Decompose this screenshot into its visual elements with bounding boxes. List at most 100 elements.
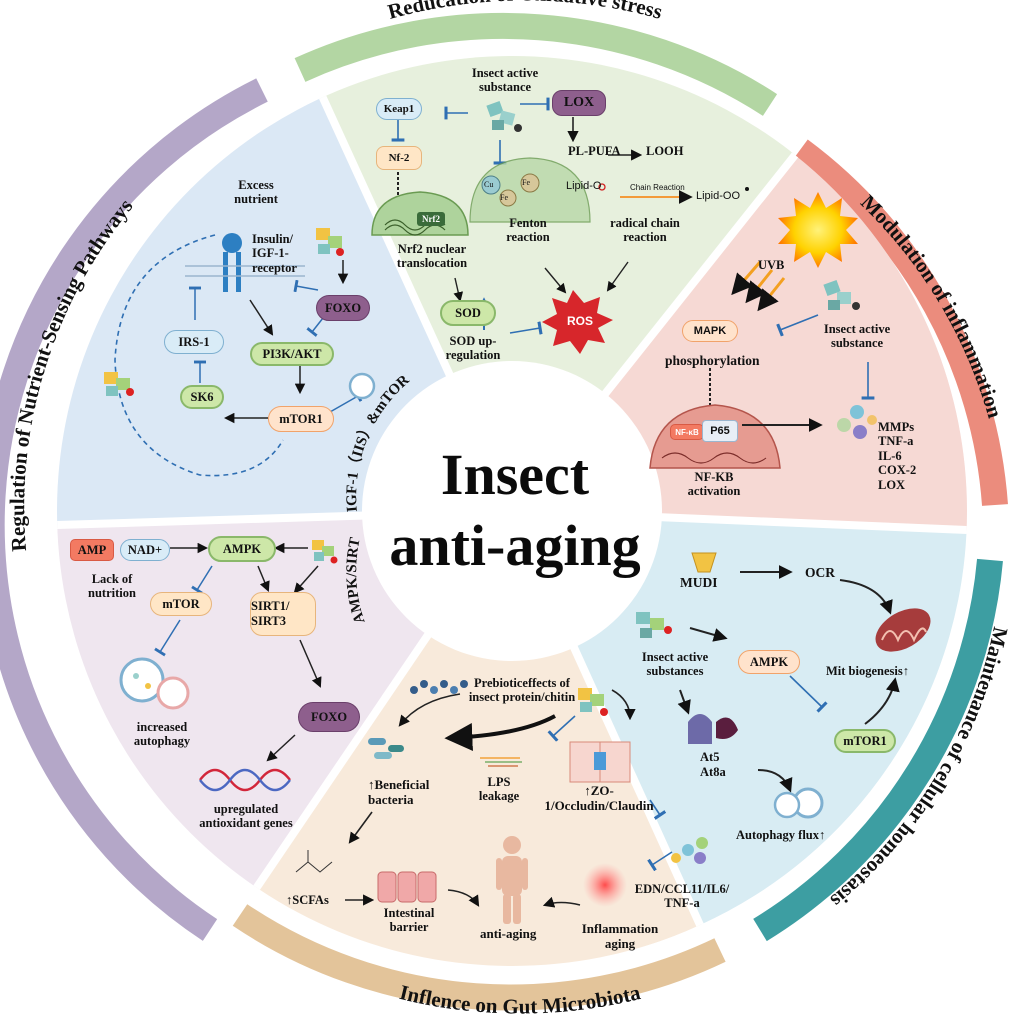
ros-burst bbox=[542, 290, 613, 354]
insect-substance-icon bbox=[312, 540, 338, 564]
insect-substance-icon bbox=[636, 612, 672, 638]
center-circle bbox=[362, 361, 662, 661]
human-figure-icon bbox=[496, 836, 528, 924]
center-title: Insect anti-aging bbox=[385, 440, 645, 582]
autophagy-icon bbox=[119, 657, 190, 710]
node-pi3k: PI3K/AKT bbox=[250, 342, 334, 366]
label-antioxidant-genes: upregulated antioxidant genes bbox=[199, 802, 293, 831]
node-nrf2-inner: Nrf2 bbox=[417, 212, 445, 226]
mediator-lox: LOX bbox=[878, 477, 906, 492]
label-insect-active-substance-inf: Insect active substance bbox=[823, 322, 891, 351]
label-nfkb-activation: NF-KB activation bbox=[687, 470, 741, 499]
scfa-molecule-icon bbox=[295, 850, 333, 873]
node-lox: LOX bbox=[552, 90, 606, 116]
mediator-list: MMPs TNF-a IL-6 COX-2 LOX bbox=[878, 420, 916, 492]
node-irs1: IRS-1 bbox=[164, 330, 224, 354]
center-title-line2: anti-aging bbox=[389, 512, 641, 578]
label-receptor: Insulin/ IGF-1- receptor bbox=[252, 232, 297, 275]
node-sod: SOD bbox=[440, 300, 496, 326]
insect-substance-icon bbox=[316, 228, 344, 256]
node-ampk: AMPK bbox=[208, 536, 276, 562]
mitochondrion-icon bbox=[875, 608, 931, 652]
label-at8a: At8a bbox=[700, 765, 726, 779]
node-mtor1-hom: mTOR1 bbox=[834, 729, 896, 753]
mediator-il6: IL-6 bbox=[878, 448, 902, 463]
label-chain-reaction: Chain Reaction bbox=[630, 183, 685, 192]
label-mit-biogenesis: Mit biogenesis↑ bbox=[826, 664, 909, 678]
node-amp: AMP bbox=[70, 539, 114, 561]
label-lack-nutrition: Lack of nutrition bbox=[88, 572, 136, 601]
sector-oxidative bbox=[312, 56, 795, 511]
node-mapk: MAPK bbox=[682, 320, 738, 342]
inflammation-glow bbox=[583, 863, 627, 907]
receptor-icon bbox=[222, 233, 242, 292]
label-sod-upregulation: SOD up- regulation bbox=[445, 334, 501, 363]
dna-helix-icon bbox=[199, 768, 291, 792]
mediator-mmps: MMPs bbox=[878, 420, 915, 434]
at8a-icon bbox=[716, 717, 738, 739]
label-zo1: ↑ZO- 1/Occludin/Claudin bbox=[544, 783, 654, 813]
node-sk6: SK6 bbox=[180, 385, 224, 409]
ring-band-oxidative bbox=[294, 13, 778, 116]
insect-substance-icon bbox=[486, 100, 522, 132]
label-intestinal: Intestinal barrier bbox=[383, 906, 435, 935]
label-fenton: Fenton reaction bbox=[506, 216, 550, 245]
label-scfas: ↑SCFAs bbox=[286, 893, 329, 907]
tight-junction-icon bbox=[569, 741, 631, 783]
node-nfkb: NF-κB bbox=[670, 424, 704, 440]
mediator-tnf: TNF-a bbox=[878, 434, 914, 449]
label-cu: Cu bbox=[484, 180, 494, 189]
outer-ring bbox=[0, 13, 1008, 1011]
label-lipid-o: Lipid-O bbox=[566, 180, 602, 192]
ring-band-homeostasis bbox=[753, 558, 1003, 942]
label-pl-pufa: PL-PUFA bbox=[568, 144, 621, 158]
label-excess-nutrient: Excess nutrient bbox=[234, 178, 278, 207]
label-at5: At5 bbox=[700, 750, 720, 764]
node-nrf2: Nf-2 bbox=[376, 146, 422, 170]
ring-band-inflammation bbox=[792, 139, 1008, 506]
label-phosphorylation: phosphorylation bbox=[665, 353, 760, 368]
label-edn: EDN/CCL11/IL6/ TNF-a bbox=[634, 882, 730, 911]
label-ocr: OCR bbox=[805, 565, 835, 580]
label-mudi: MUDI bbox=[680, 575, 718, 590]
label-prebiotic: Prebioticeffects of insect protein/chiti… bbox=[468, 676, 576, 705]
ring-band-nutrient bbox=[0, 78, 268, 941]
label-inflammation-aging: Inflammation aging bbox=[581, 921, 659, 951]
label-insect-active-substances: Insect active substances bbox=[641, 650, 709, 679]
label-autophagy-flux: Autophagy flux↑ bbox=[736, 828, 826, 842]
mediator-cox2: COX-2 bbox=[878, 463, 917, 478]
insect-substance-icon bbox=[578, 688, 608, 716]
iis-graphics bbox=[104, 228, 376, 477]
lps-icon bbox=[480, 757, 522, 767]
label-lps: LPS leakage bbox=[478, 775, 520, 804]
node-foxo-iis: FOXO bbox=[316, 295, 370, 321]
insect-substance-icon bbox=[104, 372, 134, 396]
node-mtor1-iis: mTOR1 bbox=[268, 406, 334, 432]
node-keap1: Keap1 bbox=[376, 98, 422, 120]
node-nad: NAD+ bbox=[120, 539, 170, 561]
at5-icon bbox=[688, 714, 712, 744]
label-lipid-oo: Lipid-OO bbox=[696, 190, 741, 202]
sector-gut bbox=[255, 511, 700, 966]
label-uvb: UVB bbox=[758, 258, 785, 272]
label-radical-chain: radical chain reaction bbox=[610, 216, 680, 245]
node-foxo-ampk: FOXO bbox=[298, 702, 360, 732]
gut-graphics bbox=[295, 680, 708, 924]
mudi-icon bbox=[691, 552, 717, 573]
bacteria-icon bbox=[368, 738, 404, 759]
label-fe2: Fe bbox=[500, 193, 508, 202]
node-sirt: SIRT1/ SIRT3 bbox=[250, 592, 316, 636]
sun-icon bbox=[778, 192, 858, 268]
label-insect-active-substance-ox: Insect active substance bbox=[471, 66, 539, 95]
node-p65: P65 bbox=[702, 420, 738, 442]
ampk-graphics bbox=[119, 540, 338, 792]
label-fe1: Fe bbox=[522, 178, 530, 187]
insect-substance-icon bbox=[823, 279, 860, 310]
node-ampk-hom: AMPK bbox=[738, 650, 800, 674]
chitin-chain-icon bbox=[410, 680, 468, 694]
center-title-line1: Insect bbox=[440, 442, 590, 507]
lysosome-icon bbox=[348, 372, 376, 400]
intestinal-cells-icon bbox=[377, 871, 437, 903]
